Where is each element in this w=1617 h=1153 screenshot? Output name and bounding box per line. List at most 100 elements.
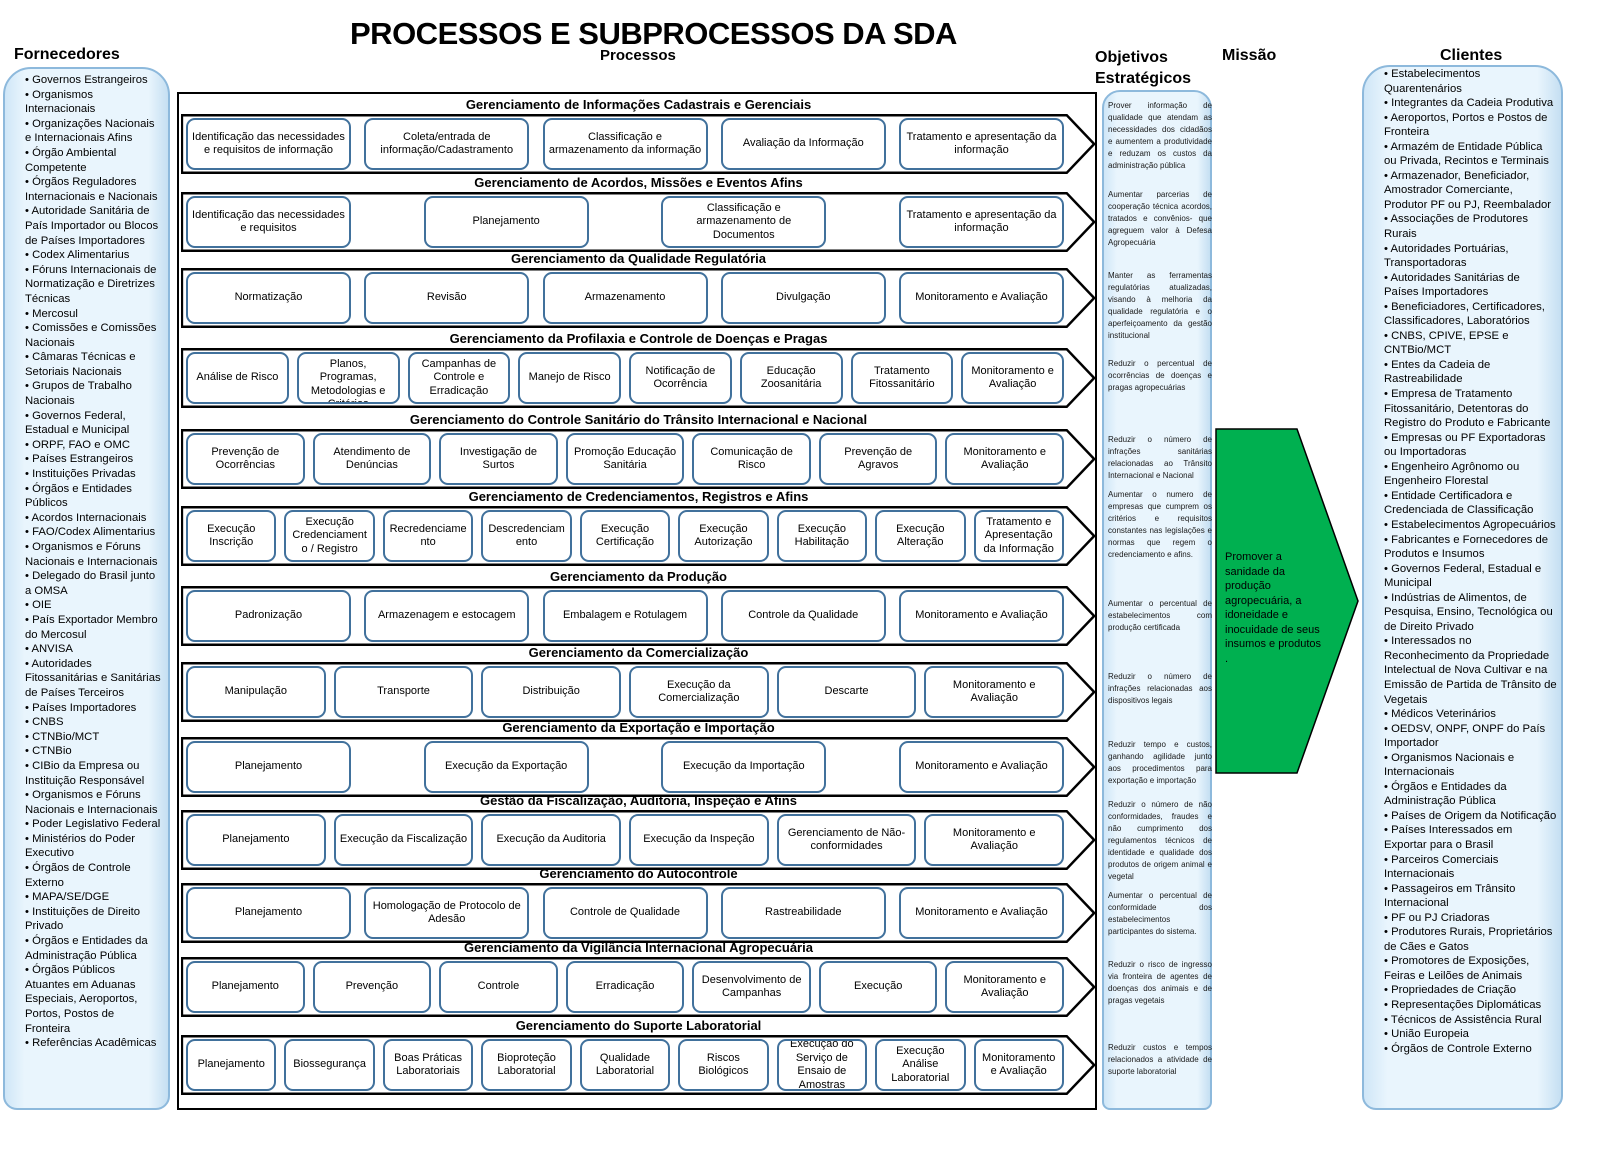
- cliente-item: • Organismos Nacionais e Internacionais: [1384, 751, 1515, 779]
- fornecedor-item: • Órgãos de Controle Externo: [25, 862, 131, 889]
- cliente-item: • Técnicos de Assistência Rural: [1384, 1013, 1542, 1026]
- fornecedor-item: • Instituições de Direito Privado: [25, 905, 141, 933]
- subprocess-box: Erradicação: [565, 961, 685, 1013]
- fornecedor-item: • Órgãos e Entidades da Administração Pú…: [25, 935, 148, 962]
- subprocess-box: Identificação das necessidades e requisi…: [186, 196, 351, 248]
- subprocess-box: Execução Credenciamento / Registro: [284, 510, 375, 562]
- subprocess-box: Rastreabilidade: [720, 887, 886, 939]
- objetivo-item: Reduzir o número de infrações sanitárias…: [1108, 435, 1212, 480]
- cliente-item: • CNBS, CPIVE, EPSE e CNTBio/MCT: [1384, 329, 1509, 357]
- subprocess-box: Bioproteção Laboratorial: [481, 1039, 572, 1091]
- process-title: Gerenciamento da Exportação e Importação: [502, 720, 775, 735]
- objetivo-item: Reduzir o número de não conformidades, f…: [1108, 800, 1212, 881]
- subprocess-list: Identificação das necessidades e requisi…: [186, 196, 1064, 248]
- subprocess-box: Notificação de Ocorrência: [629, 352, 732, 404]
- subprocess-box: Monitoramento e Avaliação: [898, 741, 1064, 793]
- fornecedor-item: • Referências Acadêmicas: [25, 1037, 157, 1050]
- process-row: Gerenciamento da Vigilância Internaciona…: [181, 940, 1096, 1017]
- fornecedor-item: • Câmaras Técnicas e Setoriais Nacionais: [25, 351, 136, 378]
- cliente-item: • OEDSV, ONPF, ONPF do País Importador: [1384, 722, 1546, 750]
- subprocess-list: Análise de RiscoGerenciamento de Planos,…: [186, 352, 1064, 404]
- objetivos-heading: Objetivos Estratégicos: [1095, 47, 1191, 89]
- cliente-item: • Indústrias de Alimentos, de Pesquisa, …: [1384, 591, 1553, 633]
- cliente-item: • Propriedades de Criação: [1384, 984, 1517, 997]
- objetivos-list: Prover informação de qualidade que atend…: [1102, 90, 1212, 1110]
- subprocess-box: Monitoramento e Avaliação: [945, 961, 1065, 1013]
- subprocess-box: Execução Habilitação: [776, 510, 868, 562]
- objetivos-heading-line2: Estratégicos: [1095, 70, 1192, 87]
- fornecedor-item: • Órgãos Reguladores Internacionais e Na…: [25, 176, 158, 203]
- subprocess-box: Armazenagem e estocagem: [364, 590, 530, 642]
- subprocess-box: Execução: [818, 961, 938, 1013]
- subprocess-box: Monitoramento e Avaliação: [899, 272, 1064, 324]
- subprocess-box: Controle de Qualidade: [542, 887, 708, 939]
- fornecedor-item: • Acordos Internacionais: [25, 511, 147, 524]
- cliente-item: • Engenheiro Agrônomo ou Engenheiro Flor…: [1384, 460, 1520, 488]
- subprocess-box: Investigação de Surtos: [439, 433, 558, 485]
- subprocess-box: Gerenciamento de Não-conformidades: [776, 814, 917, 866]
- subprocess-box: Monitoramento e Avaliação: [924, 666, 1065, 718]
- subprocess-list: Identificação das necessidades e requisi…: [186, 118, 1064, 170]
- subprocess-box: Execução da Fiscalização: [333, 814, 474, 866]
- arrow-shape-icon: [1215, 428, 1359, 774]
- cliente-item: • Integrantes da Cadeia Produtiva: [1384, 97, 1554, 110]
- subprocess-box: Classificação e armazenamento de Documen…: [661, 196, 827, 248]
- cliente-item: • Estabelecimentos Quarentenários: [1384, 68, 1481, 95]
- objetivo-item: Manter as ferramentas regulatórias atual…: [1108, 271, 1212, 340]
- subprocess-box: Coleta/entrada de informação/Cadastramen…: [364, 118, 530, 170]
- process-row: Gerenciamento de Credenciamentos, Regist…: [181, 489, 1096, 566]
- fornecedor-item: • Fóruns Internacionais de Normatização …: [25, 263, 157, 305]
- subprocess-box: Transporte: [333, 666, 474, 718]
- fornecedor-item: • Codex Alimentarius: [25, 249, 130, 262]
- subprocess-box: Qualidade Laboratorial: [579, 1039, 671, 1091]
- subprocess-box: Educação Zoosanitária: [739, 352, 843, 404]
- fornecedor-item: • Mercosul: [25, 307, 78, 320]
- process-title: Gerenciamento da Comercialização: [528, 645, 749, 660]
- fornecedor-item: • Delegado do Brasil junto a OMSA: [25, 570, 156, 597]
- process-row: Gerenciamento do Controle Sanitário do T…: [181, 412, 1096, 489]
- cliente-item: • Armazenador, Beneficiador, Amostrador …: [1384, 169, 1552, 211]
- fornecedor-item: • CNBS: [25, 716, 64, 729]
- fornecedor-item: • FAO/Codex Alimentarius: [25, 526, 156, 539]
- process-title: Gerenciamento da Profilaxia e Controle d…: [449, 331, 828, 346]
- cliente-item: • Países de Origem da Notificação: [1384, 809, 1557, 822]
- fornecedor-item: • Países Importadores: [25, 701, 137, 714]
- missao-text: Promover a sanidade da produção agropecu…: [1225, 551, 1321, 665]
- subprocess-box: Riscos Biológicos: [678, 1039, 769, 1091]
- cliente-item: • Empresas ou PF Exportadoras ou Importa…: [1384, 431, 1546, 459]
- process-chevron: Identificação das necessidades e requisi…: [181, 192, 1096, 252]
- subprocess-box: Revisão: [364, 272, 530, 324]
- fornecedor-item: • Organizações Nacionais e Internacionai…: [25, 117, 155, 145]
- process-title: Gerenciamento de Credenciamentos, Regist…: [468, 489, 809, 504]
- chevron-arrow-icon: [181, 192, 1096, 252]
- processos-heading: Processos: [600, 47, 676, 64]
- fornecedor-item: • Organismos e Fóruns Nacionais e Intern…: [25, 541, 158, 568]
- missao-heading: Missão: [1222, 47, 1277, 64]
- subprocess-box: Padronização: [186, 590, 351, 642]
- cliente-item: • Associações de Produtores Rurais: [1384, 213, 1528, 241]
- cliente-item: • Promotores de Exposições, Feiras e Lei…: [1384, 955, 1530, 982]
- objetivo-item: Reduzir o risco de ingresso via fronteir…: [1108, 960, 1212, 1005]
- cliente-item: • Fabricantes e Fornecedores de Produtos…: [1384, 533, 1549, 561]
- subprocess-box: Análise de Risco: [186, 352, 289, 404]
- clientes-heading: Clientes: [1440, 47, 1503, 64]
- subprocess-box: Normatização: [186, 272, 351, 324]
- objetivo-item: Reduzir o número de infrações relacionad…: [1108, 672, 1212, 705]
- process-title: Gerenciamento do Suporte Laboratorial: [515, 1018, 762, 1033]
- fornecedor-item: • ANVISA: [25, 643, 73, 656]
- subprocess-box: Homologação de Protocolo de Adesão: [364, 887, 530, 939]
- subprocess-box: Campanhas de Controle e Erradicação: [407, 352, 511, 404]
- process-chevron: Análise de RiscoGerenciamento de Planos,…: [181, 348, 1096, 408]
- subprocess-box: Execução Análise Laboratorial: [875, 1039, 966, 1091]
- cliente-item: • Interessados no Reconhecimento da Prop…: [1384, 635, 1557, 706]
